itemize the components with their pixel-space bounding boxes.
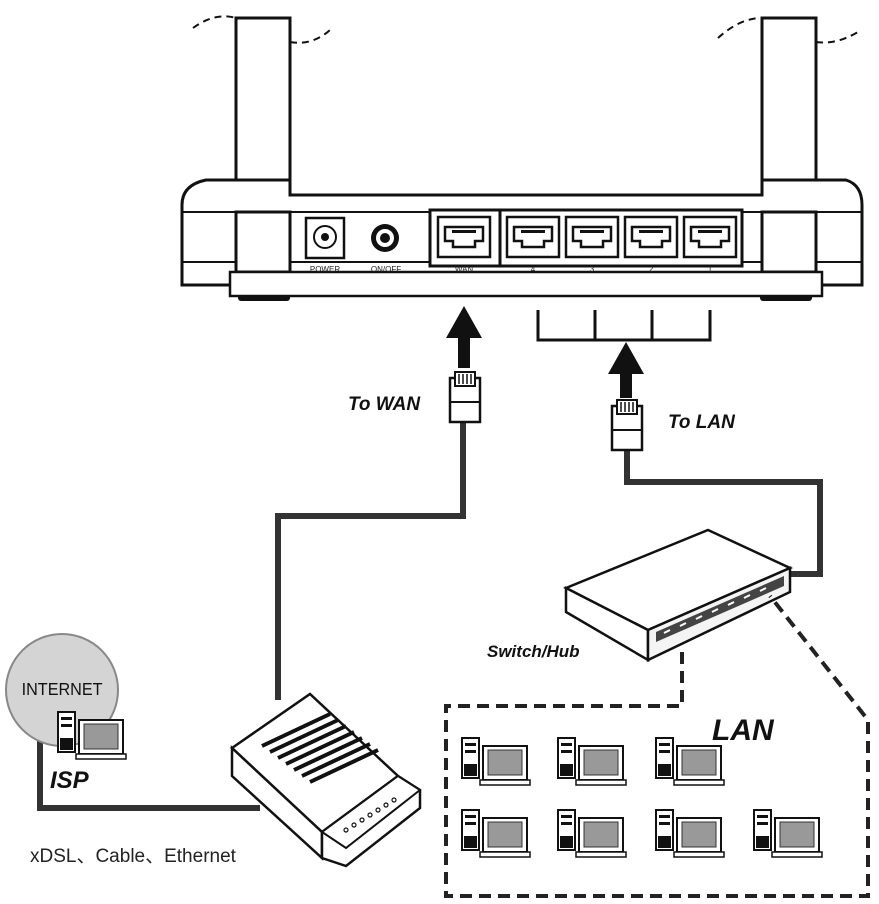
isp-server-icon [57,711,127,760]
lan-arrow-icon [608,342,644,398]
lan-port-3 [564,215,620,259]
modem [230,692,422,868]
lan-computer-icon [557,809,627,858]
wan-cable [275,420,466,700]
lan-port-4 [505,215,561,259]
power-switch-label: ON/OFF [371,265,401,274]
isp-label: ISP [50,767,90,794]
power-port-label: POWER [310,265,340,274]
internet-label: INTERNET [22,679,103,699]
wan-port [436,215,492,259]
modem-types-caption: xDSL、Cable、Ethernet [30,846,237,867]
lan-port-1 [682,215,738,259]
lan-port-2-label: 2 [649,265,654,274]
lan-zone-label: LAN [712,714,775,747]
lan-computer-icon [461,809,531,858]
lan-computer-icon [753,809,823,858]
lan-computer-icon [557,737,627,786]
power-switch [371,224,399,252]
lan-zone-boundary [444,594,870,898]
wan-port-label: WAN [455,265,474,274]
to-lan-label: To LAN [668,412,736,433]
lan-computer-icon [655,737,725,786]
lan-port-2 [623,215,679,259]
switch-hub-label: Switch/Hub [487,642,580,661]
lan-ports-bracket [536,310,712,342]
lan-port-4-label: 4 [531,265,536,274]
lan-port-1-label: 1 [708,265,713,274]
lan-computer-icon [461,737,531,786]
wan-rj45-plug-icon [448,371,482,424]
wan-arrow-icon [446,306,482,368]
lan-rj45-plug-icon [610,399,644,452]
lan-computer-icon [655,809,725,858]
lan-port-3-label: 3 [590,265,595,274]
power-port [304,216,346,260]
lan-cable [624,446,823,577]
to-wan-label: To WAN [348,394,421,415]
isp-cable [37,730,260,811]
switch-hub [563,528,794,663]
